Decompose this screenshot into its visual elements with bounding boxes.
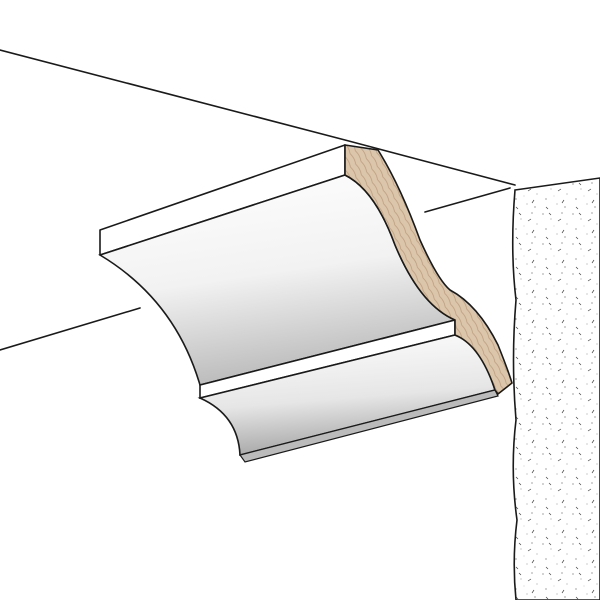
wall-line-right bbox=[424, 187, 511, 213]
ceiling-line bbox=[0, 49, 516, 186]
molding-bottom-edge bbox=[239, 389, 499, 463]
molding-end-grain bbox=[344, 144, 513, 396]
wall-line-left bbox=[0, 307, 141, 351]
wall-section bbox=[511, 177, 600, 600]
